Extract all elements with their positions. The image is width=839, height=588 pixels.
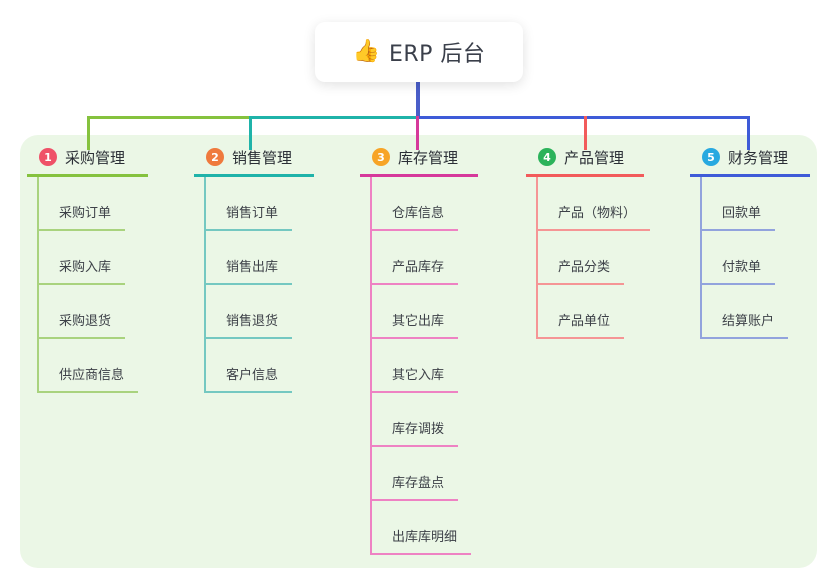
child-node[interactable]: 销售订单 — [206, 202, 293, 231]
branch-node-5[interactable]: 5 财务管理 — [690, 146, 810, 177]
child-node-row: 出库库明细 — [372, 501, 478, 555]
child-node-row: 产品（物料） — [538, 177, 651, 231]
child-node[interactable]: 销售退货 — [206, 310, 293, 339]
child-node[interactable]: 结算账户 — [702, 310, 789, 339]
branch-3-children: 仓库信息产品库存其它出库其它入库库存调拨库存盘点出库库明细 — [370, 177, 478, 555]
child-node-row: 产品分类 — [538, 231, 650, 285]
branch-title: 库存管理 — [398, 148, 459, 167]
child-node-row: 销售出库 — [206, 231, 314, 285]
child-node[interactable]: 采购订单 — [39, 202, 126, 231]
root-node-erp[interactable]: 👍 ERP 后台 — [315, 22, 523, 82]
child-node[interactable]: 产品分类 — [538, 256, 625, 285]
branch-4-children: 产品（物料） 产品分类产品单位 — [536, 177, 651, 339]
child-node[interactable]: 仓库信息 — [372, 202, 459, 231]
child-node-row: 其它出库 — [372, 285, 478, 339]
drop-line-branch-2 — [249, 116, 252, 150]
branch-title: 采购管理 — [65, 148, 126, 167]
child-node-row: 结算账户 — [702, 285, 810, 339]
root-connector-line — [416, 82, 420, 119]
child-node-row: 客户信息 — [206, 339, 314, 393]
child-node-row: 产品库存 — [372, 231, 478, 285]
child-node[interactable]: 产品单位 — [538, 310, 625, 339]
branch-number-badge-1: 1 — [39, 148, 57, 166]
child-node[interactable]: 库存盘点 — [372, 472, 459, 501]
branch-5-children: 回款单付款单结算账户 — [700, 177, 810, 339]
drop-line-branch-4 — [584, 116, 587, 150]
child-node-row: 回款单 — [702, 177, 810, 231]
branch-number-badge-3: 3 — [372, 148, 390, 166]
branch-2-children: 销售订单销售出库销售退货客户信息 — [204, 177, 314, 393]
thumbs-up-icon: 👍 — [352, 39, 380, 64]
child-node[interactable]: 客户信息 — [206, 364, 293, 393]
branch-3: 3 库存管理仓库信息产品库存其它出库其它入库库存调拨库存盘点出库库明细 — [360, 146, 478, 555]
branch-number-badge-2: 2 — [206, 148, 224, 166]
child-node[interactable]: 供应商信息 — [39, 364, 139, 393]
child-node-row: 采购入库 — [39, 231, 148, 285]
drop-line-branch-1 — [87, 116, 90, 150]
child-node-row: 供应商信息 — [39, 339, 148, 393]
child-node-row: 仓库信息 — [372, 177, 478, 231]
child-node-row: 其它入库 — [372, 339, 478, 393]
branch-1-children: 采购订单采购入库采购退货供应商信息 — [37, 177, 148, 393]
child-node-row: 付款单 — [702, 231, 810, 285]
branch-node-1[interactable]: 1 采购管理 — [27, 146, 148, 177]
branch-number-badge-4: 4 — [538, 148, 556, 166]
branch-number-badge-5: 5 — [702, 148, 720, 166]
drop-line-branch-3 — [416, 116, 419, 150]
branch-title: 销售管理 — [232, 148, 293, 167]
child-node-row: 库存调拨 — [372, 393, 478, 447]
branch-5: 5 财务管理回款单付款单结算账户 — [690, 146, 810, 339]
child-node[interactable]: 库存调拨 — [372, 418, 459, 447]
branch-node-3[interactable]: 3 库存管理 — [360, 146, 478, 177]
child-node[interactable]: 产品（物料） — [538, 202, 651, 231]
child-node[interactable]: 付款单 — [702, 256, 776, 285]
bus-segment-purchase — [87, 116, 249, 119]
child-node-row: 库存盘点 — [372, 447, 478, 501]
branch-1: 1 采购管理采购订单采购入库采购退货供应商信息 — [27, 146, 148, 393]
child-node-row: 销售订单 — [206, 177, 314, 231]
child-node[interactable]: 出库库明细 — [372, 526, 472, 555]
child-node[interactable]: 其它出库 — [372, 310, 459, 339]
child-node-row: 产品单位 — [538, 285, 650, 339]
child-node[interactable]: 回款单 — [702, 202, 776, 231]
root-title: ERP 后台 — [388, 42, 486, 67]
child-node[interactable]: 其它入库 — [372, 364, 459, 393]
branch-node-2[interactable]: 2 销售管理 — [194, 146, 314, 177]
drop-line-branch-5 — [747, 116, 750, 150]
child-node-row: 采购订单 — [39, 177, 148, 231]
branches-background-panel — [20, 135, 817, 568]
child-node-row: 销售退货 — [206, 285, 314, 339]
branch-title: 产品管理 — [564, 148, 625, 167]
child-node[interactable]: 采购入库 — [39, 256, 126, 285]
branch-title: 财务管理 — [728, 148, 789, 167]
branch-node-4[interactable]: 4 产品管理 — [526, 146, 644, 177]
child-node[interactable]: 采购退货 — [39, 310, 126, 339]
branch-4: 4 产品管理产品（物料） 产品分类产品单位 — [526, 146, 651, 339]
child-node[interactable]: 产品库存 — [372, 256, 459, 285]
branch-2: 2 销售管理销售订单销售出库销售退货客户信息 — [194, 146, 314, 393]
child-node[interactable]: 销售出库 — [206, 256, 293, 285]
child-node-row: 采购退货 — [39, 285, 148, 339]
bus-segment-sales — [249, 116, 418, 119]
